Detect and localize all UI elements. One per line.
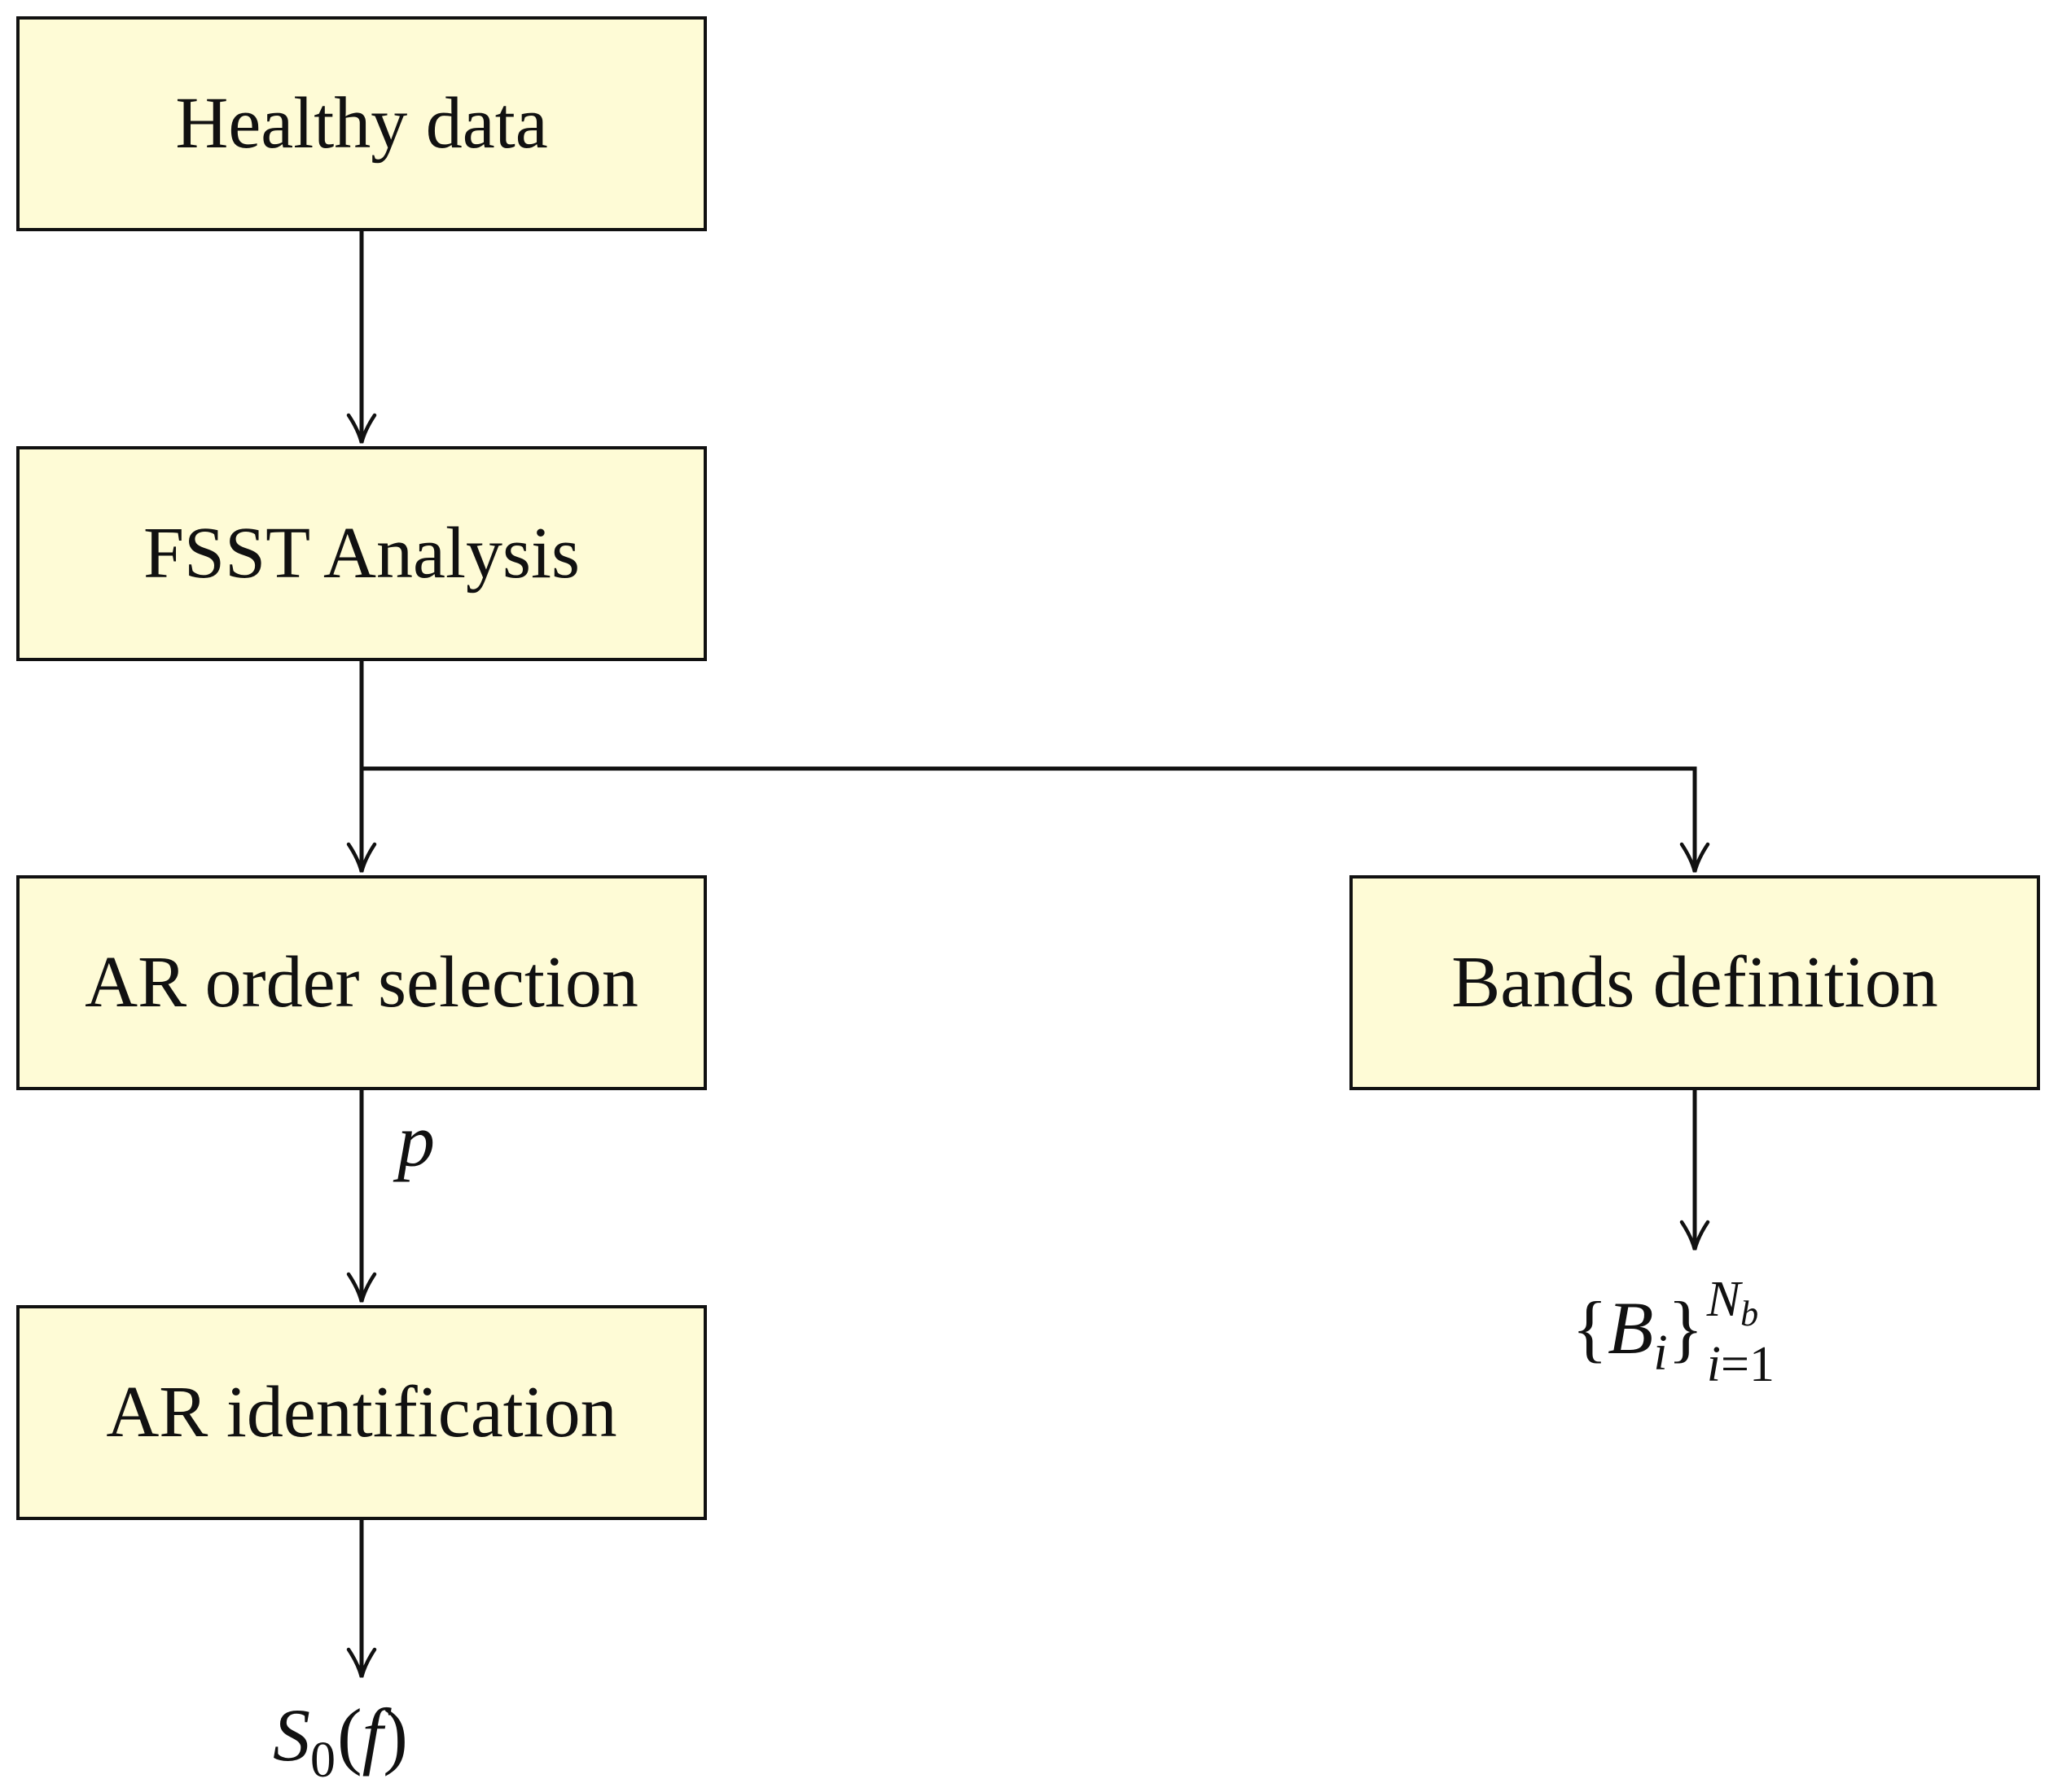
spectrum-argument: f (362, 1693, 384, 1777)
bands-upper-limit: Nb (1706, 1272, 1758, 1332)
spectrum-symbol: S (273, 1693, 310, 1777)
spectrum-open-paren: ( (337, 1693, 362, 1777)
bands-lower-limit-equals: = (1721, 1337, 1749, 1392)
fsst-analysis-box: FSST Analysis (16, 446, 707, 661)
ar-identification-box: AR identification (16, 1305, 707, 1520)
ar-order-selection-box: AR order selection (16, 875, 707, 1090)
bands-open-brace: { (1572, 1286, 1608, 1369)
bands-close-brace: } (1667, 1286, 1704, 1369)
bands-lower-limit-index: i (1706, 1337, 1722, 1392)
bands-symbol: B (1608, 1286, 1654, 1369)
ar-identification-label: AR identification (106, 1372, 617, 1452)
spectrum-close-paren: ) (383, 1693, 408, 1777)
bands-lower-limit: i=1 (1707, 1339, 1775, 1390)
bands-symbol-subscript: i (1653, 1325, 1668, 1381)
bands-definition-label: Bands definition (1451, 942, 1938, 1023)
fsst-analysis-label: FSST Analysis (143, 513, 581, 594)
bands-upper-limit-subscript: b (1740, 1294, 1759, 1334)
order-edge-label: p (397, 1099, 435, 1182)
spectrum-output: S0(f) (273, 1698, 408, 1785)
healthy-data-box: Healthy data (16, 16, 707, 231)
arrow-fsst-to-bands (362, 766, 1710, 873)
bands-upper-limit-symbol: N (1706, 1272, 1741, 1327)
healthy-data-label: Healthy data (175, 83, 548, 164)
spectrum-subscript: 0 (310, 1733, 336, 1788)
bands-definition-box: Bands definition (1349, 875, 2040, 1090)
bands-lower-limit-value: 1 (1748, 1337, 1775, 1392)
ar-order-selection-label: AR order selection (85, 942, 638, 1023)
